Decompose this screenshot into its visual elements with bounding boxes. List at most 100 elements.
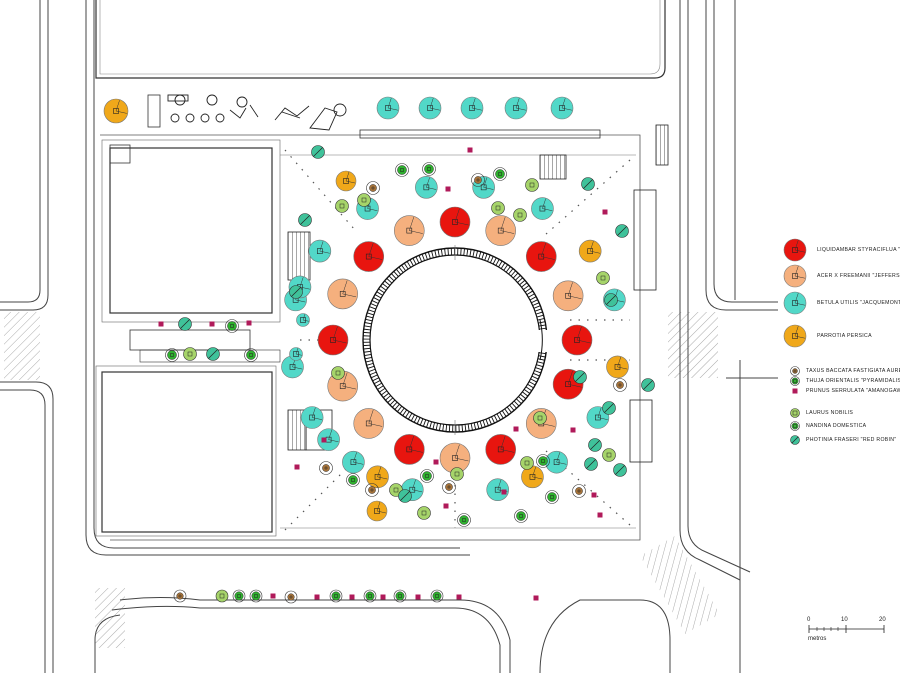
acer-tree	[783, 264, 807, 288]
scale-bar-graphic	[808, 625, 885, 633]
laurus-tree	[357, 193, 371, 207]
legend-item-laurus: LAURUS NOBILIS	[790, 408, 853, 418]
legend-item-liquidambar: LIQUIDAMBAR STYRACIFLUA "WORPLESDON"	[783, 238, 900, 262]
liquidambar-tree	[439, 206, 471, 238]
legend: LIQUIDAMBAR STYRACIFLUA "WORPLESDON"ACER…	[778, 0, 900, 673]
photinia-tree	[573, 370, 587, 384]
liquidambar-tree	[561, 324, 593, 356]
acer-tree	[393, 215, 425, 246]
legend-label: BETULA UTILIS "JACQUEMONTII"	[817, 300, 900, 306]
liquidambar-tree	[783, 238, 807, 262]
photinia-tree	[581, 177, 595, 191]
photinia-tree	[398, 489, 412, 503]
betula-tree	[531, 197, 554, 220]
prunus-tree	[433, 459, 439, 465]
prunus-tree	[792, 388, 798, 394]
prunus-tree	[314, 594, 320, 600]
parrotia-tree	[335, 170, 357, 192]
liquidambar-tree	[353, 241, 385, 272]
legend-item-betula: BETULA UTILIS "JACQUEMONTII"	[783, 291, 900, 315]
betula-tree	[342, 450, 365, 474]
thuja-tree	[225, 319, 239, 333]
scale-unit: metros	[808, 636, 827, 642]
street-lines	[0, 0, 778, 673]
taxus-tree	[471, 173, 485, 187]
prunus-tree	[597, 512, 603, 518]
thuja-tree	[329, 589, 343, 603]
laurus-tree	[533, 411, 547, 425]
prunus-tree	[591, 492, 597, 498]
parrotia-tree	[366, 465, 389, 489]
photinia-tree	[790, 435, 800, 445]
thuja-tree	[536, 454, 550, 468]
prunus-tree	[294, 464, 300, 470]
taxus-tree	[284, 590, 298, 604]
thuja-tree	[422, 162, 436, 176]
acer-icon	[783, 264, 807, 288]
photinia-tree	[613, 463, 627, 477]
parrotia-tree	[366, 500, 388, 522]
scale-bar: 0 10 20 metros	[807, 617, 888, 658]
acer-tree	[439, 442, 471, 474]
photinia-tree	[298, 213, 312, 227]
thuja-tree	[493, 167, 507, 181]
legend-item-acer: ACER X FREEMANII "JEFFERSRED"	[783, 264, 900, 288]
thuja-icon	[790, 376, 800, 386]
legend-item-nandina: NANDINA DOMESTICA	[790, 421, 866, 431]
legend-label: THUJA ORIENTALIS "PYRAMIDALIS AUREA"	[806, 378, 900, 384]
parrotia-tree	[783, 324, 807, 348]
parrotia-tree	[606, 355, 629, 379]
prunus-tree	[321, 437, 327, 443]
thuja-tree	[457, 513, 471, 527]
thuja-tree	[249, 589, 263, 603]
thuja-tree	[545, 490, 559, 504]
laurus-tree	[596, 271, 610, 285]
parrotia-icon	[783, 324, 807, 348]
prunus-tree	[270, 593, 276, 599]
photinia-tree	[289, 285, 303, 299]
legend-item-photinia: PHOTINIA FRASERI "RED ROBIN"	[790, 435, 896, 445]
scale-tick-0: 0	[807, 617, 811, 623]
liquidambar-icon	[783, 238, 807, 262]
prunus-tree	[415, 594, 421, 600]
betula-tree	[586, 406, 610, 429]
betula-icon	[783, 291, 807, 315]
prunus-tree	[158, 321, 164, 327]
crosswalk-east	[668, 312, 718, 378]
thuja-tree	[244, 348, 258, 362]
parrotia-tree	[103, 98, 129, 124]
laurus-tree	[450, 467, 464, 481]
laurus-tree	[520, 456, 534, 470]
prunus-tree	[533, 595, 539, 601]
taxus-tree	[365, 483, 379, 497]
thuja-tree	[395, 163, 409, 177]
prunus-tree	[209, 321, 215, 327]
liquidambar-tree	[393, 434, 425, 465]
betula-tree	[296, 313, 310, 327]
betula-tree	[308, 239, 332, 263]
laurus-tree	[491, 201, 505, 215]
betula-tree	[376, 96, 400, 120]
laurus-tree	[513, 208, 527, 222]
prunus-tree	[467, 147, 473, 153]
laurus-tree	[183, 347, 197, 361]
betula-tree	[545, 450, 568, 474]
prunus-tree	[443, 503, 449, 509]
legend-label: PARROTIA PERSICA	[817, 333, 872, 339]
betula-tree	[783, 291, 807, 315]
acer-tree	[485, 215, 517, 246]
thuja-tree	[420, 469, 434, 483]
legend-item-thuja: THUJA ORIENTALIS "PYRAMIDALIS AUREA"	[790, 376, 900, 386]
thuja-tree	[790, 376, 800, 386]
prunus-tree	[602, 209, 608, 215]
photinia-tree	[178, 317, 192, 331]
taxus-tree	[572, 484, 586, 498]
laurus-tree	[215, 589, 229, 603]
legend-label: PHOTINIA FRASERI "RED ROBIN"	[806, 437, 897, 443]
liquidambar-tree	[525, 241, 557, 272]
taxus-tree	[173, 589, 187, 603]
laurus-tree	[331, 366, 345, 380]
betula-tree	[317, 428, 340, 451]
prunus-tree	[349, 594, 355, 600]
prunus-tree	[570, 427, 576, 433]
